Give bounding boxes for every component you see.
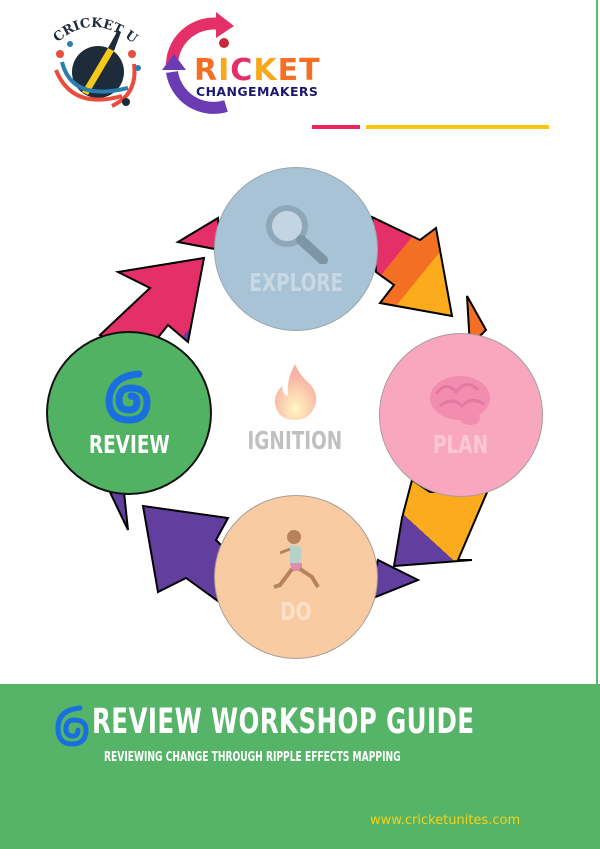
arrow-plan-to-do — [366, 478, 490, 602]
stage-label: EXPLORE — [249, 267, 343, 297]
stage-label: DO — [280, 596, 312, 626]
website-link[interactable]: www.cricketunites.com — [370, 813, 521, 828]
accent-bar-yellow — [366, 125, 549, 129]
logo-text-changemakers: CHANGEMAKERS — [196, 84, 318, 99]
arrow-explore-to-plan — [370, 215, 488, 349]
accent-bar-pink — [312, 125, 360, 129]
cycle-arrows-layer — [98, 215, 490, 606]
center-ignition: IGNITION — [240, 362, 350, 472]
spiral-icon — [105, 370, 151, 424]
guide-subtitle: REVIEWING CHANGE THROUGH RIPPLE EFFECTS … — [104, 750, 401, 765]
fire-icon — [274, 364, 317, 420]
magnifier-icon — [266, 204, 328, 264]
stage-review[interactable]: REVIEW — [46, 331, 212, 495]
logo-text-ricket: RICKET — [194, 53, 321, 88]
center-label: IGNITION — [247, 426, 343, 455]
runner-icon — [273, 529, 320, 589]
stage-label: REVIEW — [88, 429, 170, 459]
spiral-icon — [55, 705, 89, 747]
stage-plan[interactable]: PLAN — [379, 333, 543, 497]
guide-title: REVIEW WORKSHOP GUIDE — [92, 702, 475, 742]
stage-label: PLAN — [433, 429, 489, 459]
right-edge-line — [596, 0, 598, 684]
stage-do[interactable]: DO — [214, 495, 378, 659]
footer-banner: REVIEW WORKSHOP GUIDE REVIEWING CHANGE T… — [0, 684, 600, 849]
cricket-changemakers-logo: RICKET CHANGEMAKERS — [162, 12, 321, 114]
brain-icon — [430, 375, 490, 425]
stage-explore[interactable]: EXPLORE — [214, 167, 378, 331]
cricket-unites-logo: CRICKET UNITES — [42, 10, 141, 108]
